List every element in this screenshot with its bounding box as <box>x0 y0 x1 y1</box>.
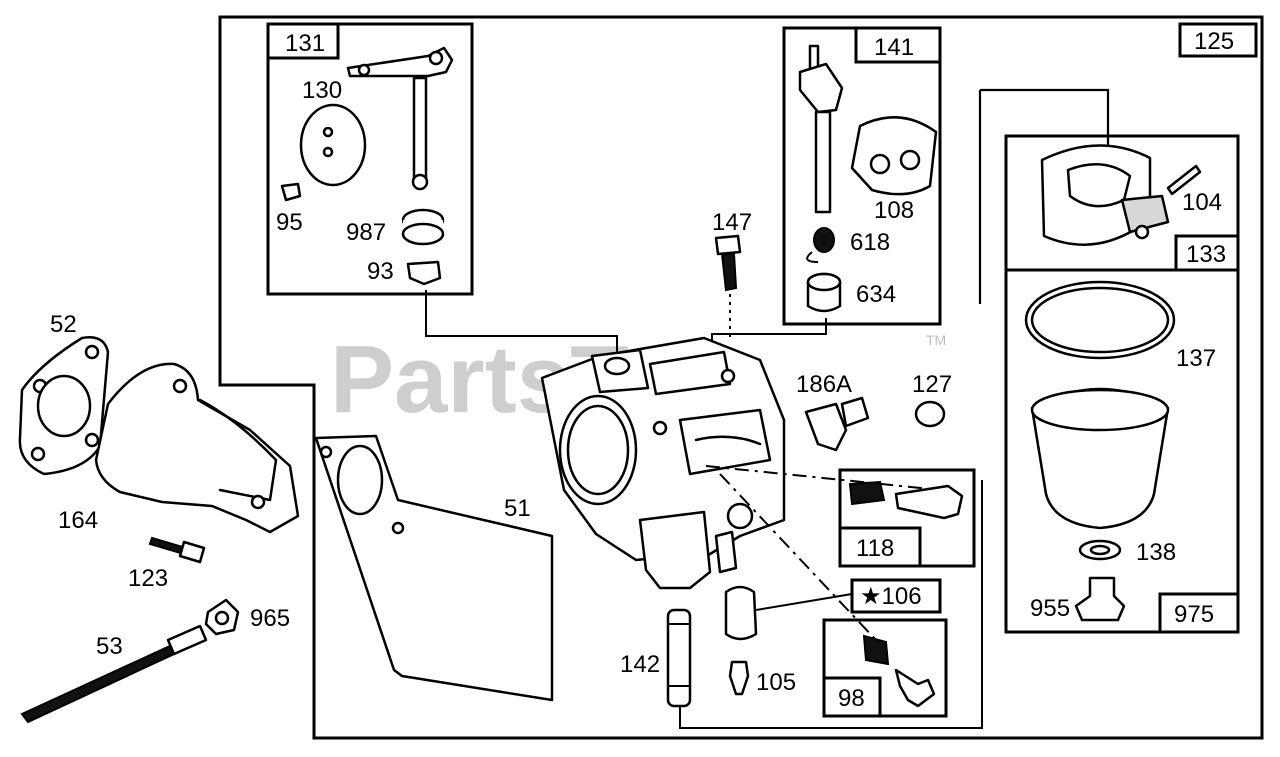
main-spring <box>862 634 890 666</box>
float-pin-104 <box>1166 164 1202 196</box>
callout-133: 133 <box>1186 241 1226 268</box>
choke-plate-108 <box>850 116 938 196</box>
idle-spring <box>848 480 886 506</box>
callout-93: 93 <box>367 258 394 285</box>
seal-987 <box>401 222 445 246</box>
callout-53: 53 <box>96 633 123 660</box>
choke-shaft <box>814 110 832 214</box>
main-screw <box>894 668 936 708</box>
inlet-needle-105 <box>728 660 750 696</box>
spring-618 <box>813 227 835 253</box>
main-jet-106 <box>724 585 758 641</box>
screw-147 <box>714 234 742 256</box>
callout-box-125 <box>1178 22 1258 58</box>
callout-51: 51 <box>504 495 531 522</box>
callout-130: 130 <box>302 77 342 104</box>
callout-125: 125 <box>1194 28 1234 55</box>
callout-98: 98 <box>838 685 865 712</box>
assembly-frame-125 <box>218 15 1264 740</box>
callout-138: 138 <box>1136 539 1176 566</box>
callout-131: 131 <box>285 30 325 57</box>
callout-106: ★106 <box>860 583 922 610</box>
watermark-trademark: TM <box>926 332 946 348</box>
kit-box-98 <box>822 618 948 718</box>
idle-screw <box>894 484 964 520</box>
callout-955: 955 <box>1030 595 1070 622</box>
callout-118: 118 <box>856 535 894 562</box>
callout-104: 104 <box>1182 189 1222 216</box>
welch-plug-127 <box>914 400 946 428</box>
elbow-fitting-186a <box>804 402 848 452</box>
callout-123: 123 <box>128 565 168 592</box>
throttle-shaft <box>412 76 428 180</box>
callout-987: 987 <box>346 219 386 246</box>
callout-141: 141 <box>874 34 914 61</box>
choke-lever <box>798 62 844 114</box>
callout-975: 975 <box>1174 601 1214 628</box>
bushing-93 <box>406 260 442 286</box>
callout-147: 147 <box>712 209 752 236</box>
throttle-plate-130 <box>299 103 367 187</box>
seal-634 <box>806 272 842 292</box>
callout-137: 137 <box>1176 345 1216 372</box>
screw-95 <box>280 182 302 202</box>
callout-105: 105 <box>756 669 796 696</box>
kit-box-141: 141 108 618 634 <box>782 26 942 326</box>
callout-164: 164 <box>58 507 98 534</box>
bowl-gasket-137 <box>1024 280 1176 360</box>
callout-965: 965 <box>250 605 290 632</box>
callout-634: 634 <box>856 281 896 308</box>
callout-52: 52 <box>50 311 77 338</box>
carburetor-body <box>540 336 786 590</box>
kit-box-975 <box>1004 134 1240 634</box>
bowl-nut-955 <box>1074 576 1126 622</box>
kit-box-131: 131 130 95 987 93 <box>266 22 474 296</box>
intake-manifold-164 <box>94 362 300 534</box>
callout-142: 142 <box>620 651 660 678</box>
callout-618: 618 <box>850 229 890 256</box>
callout-108: 108 <box>874 197 914 224</box>
callout-127: 127 <box>912 371 952 398</box>
callout-186a: 186A <box>796 371 852 398</box>
callout-95: 95 <box>276 209 303 236</box>
